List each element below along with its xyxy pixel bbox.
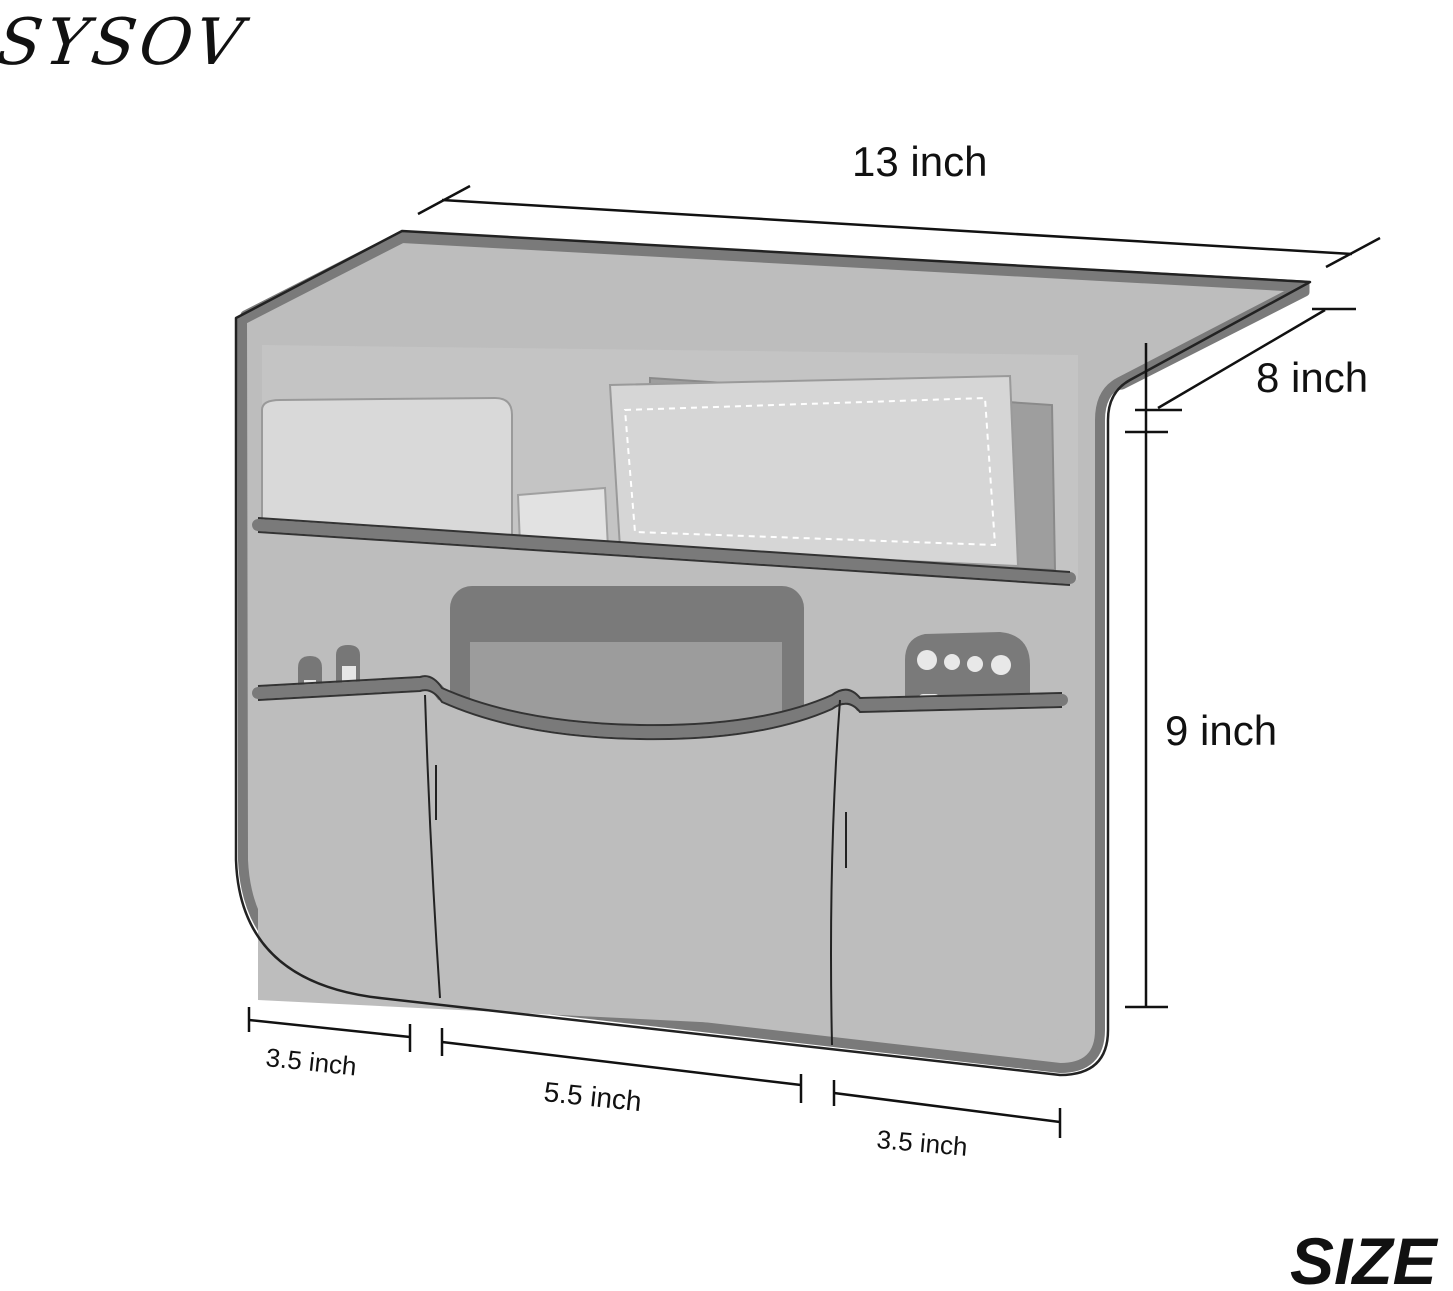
lower-pockets [258,681,1062,1040]
pocket-divider-left [424,694,441,999]
magazine-item [608,374,1020,568]
top-pocket-trim [252,519,1076,584]
pocket-left-label: 3.5 inch [264,1042,358,1081]
top-pocket-trim-edge [257,517,1071,586]
magazine-stitch [623,396,997,547]
height-label: 9 inch [1165,707,1277,754]
brand-logo: SYSOV [0,5,252,80]
tablet-screen [470,642,782,726]
dimension-lines [247,184,1381,1138]
lower-pocket-trim [252,677,1068,739]
lower-pocket-trim-edge [257,675,1063,741]
depth-label: 8 inch [1256,354,1368,401]
organizer-outline [234,229,1312,1077]
box-item [261,396,513,547]
organizer-illustration [234,229,1312,1077]
pocket-right-label: 3.5 inch [875,1124,968,1162]
size-label: SIZE [1290,1224,1439,1291]
pocket-divider-right [830,699,841,1046]
pocket-middle-label: 5.5 inch [542,1076,643,1117]
width-label: 13 inch [852,138,987,185]
